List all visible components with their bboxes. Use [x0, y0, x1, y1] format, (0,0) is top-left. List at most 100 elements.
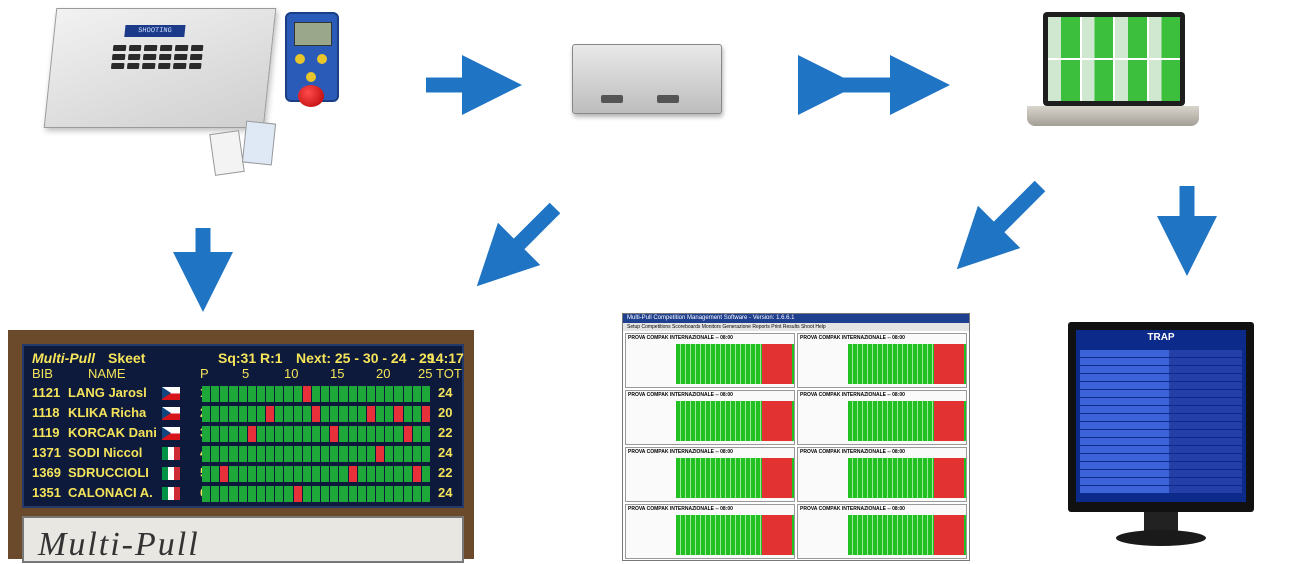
id-card	[241, 120, 277, 166]
row-total: 22	[438, 425, 453, 440]
col-name: NAME	[88, 366, 126, 381]
col-10: 10	[284, 366, 299, 381]
connector-port	[601, 95, 623, 103]
scoreboard-time: 14:17	[428, 350, 464, 366]
software-menu: Setup Competitions Scoreboards Monitors …	[623, 323, 969, 331]
row-total: 22	[438, 465, 453, 480]
panel-title: PROVA COMPAK INTERNAZIONALE -- 08:00	[628, 392, 733, 398]
panel-misses	[762, 458, 792, 498]
sign-text: Multi-Pull	[38, 526, 200, 563]
row-bib: 1369	[32, 465, 61, 480]
monitor-row	[1080, 486, 1242, 493]
monitor: TRAP	[1068, 322, 1254, 512]
controller-lcd: SHOOTING	[124, 25, 186, 37]
row-total: 24	[438, 445, 453, 460]
col-5: 5	[242, 366, 250, 381]
row-name: LANG Jarosl	[68, 385, 147, 400]
row-total: 24	[438, 385, 453, 400]
arrow-laptop-to-software	[956, 180, 1046, 270]
monitor-row	[1080, 462, 1242, 469]
row-total: 24	[438, 485, 453, 500]
connector-port	[657, 95, 679, 103]
monitor-row	[1080, 422, 1242, 429]
col-bib: BIB	[32, 366, 53, 381]
emergency-button	[298, 85, 324, 107]
row-target-cells	[202, 446, 430, 462]
monitor-row	[1080, 478, 1242, 485]
panel-misses	[934, 458, 964, 498]
scoreboard-panel: Multi-Pull Skeet Sq:31 R:1 Next: 25 - 30…	[22, 344, 464, 508]
monitor-row	[1080, 406, 1242, 413]
monitor-stand	[1144, 512, 1178, 534]
monitor-screen: TRAP	[1076, 330, 1246, 502]
scoreboard-row: 1369SDRUCCIOLI522	[24, 464, 462, 484]
software-panel: PROVA COMPAK INTERNAZIONALE -- 08:00	[625, 504, 795, 559]
col-20: 20	[376, 366, 391, 381]
monitor-row	[1080, 414, 1242, 421]
software-panel: PROVA COMPAK INTERNAZIONALE -- 08:00	[625, 390, 795, 445]
italian-flag-icon	[162, 487, 180, 500]
panel-title: PROVA COMPAK INTERNAZIONALE -- 08:00	[628, 506, 733, 512]
monitor-foot	[1116, 530, 1206, 546]
row-total: 20	[438, 405, 453, 420]
scoreboard-sign: Multi-Pull	[22, 516, 464, 563]
scoreboard-brand: Multi-Pull	[32, 350, 95, 366]
monitor-row	[1080, 454, 1242, 461]
monitor-row	[1080, 430, 1242, 437]
row-name: SDRUCCIOLI	[68, 465, 149, 480]
row-target-cells	[202, 386, 430, 402]
monitor-row	[1080, 374, 1242, 381]
controller-box: SHOOTING	[43, 8, 277, 128]
controller-keypad	[110, 45, 204, 69]
software-panel: PROVA COMPAK INTERNAZIONALE -- 08:00	[797, 390, 967, 445]
row-bib: 1119	[32, 425, 60, 440]
row-target-cells	[202, 426, 430, 442]
row-name: KORCAK Dani	[68, 425, 157, 440]
remote-knob	[295, 54, 305, 64]
row-name: CALONACI A.	[68, 485, 153, 500]
row-bib: 1351	[32, 485, 61, 500]
panel-title: PROVA COMPAK INTERNAZIONALE -- 08:00	[800, 392, 905, 398]
software-panel: PROVA COMPAK INTERNAZIONALE -- 08:00	[625, 333, 795, 388]
scoreboard-squad: Sq:31 R:1	[218, 350, 283, 366]
led-scoreboard: Multi-Pull Skeet Sq:31 R:1 Next: 25 - 30…	[8, 330, 474, 563]
row-name: KLIKA Richa	[68, 405, 147, 420]
panel-title: PROVA COMPAK INTERNAZIONALE -- 08:00	[628, 335, 733, 341]
monitor-row	[1080, 470, 1242, 477]
monitor-row	[1080, 390, 1242, 397]
id-card	[209, 130, 245, 176]
monitor-row	[1080, 358, 1242, 365]
panel-title: PROVA COMPAK INTERNAZIONALE -- 08:00	[800, 506, 905, 512]
software-panel: PROVA COMPAK INTERNAZIONALE -- 08:00	[797, 504, 967, 559]
panel-misses	[762, 401, 792, 441]
remote-screen	[294, 22, 332, 46]
col-total: TOT	[436, 366, 462, 381]
monitor-row	[1080, 366, 1242, 373]
row-bib: 1118	[32, 405, 60, 420]
remote-control	[285, 12, 339, 102]
monitor-row	[1080, 350, 1242, 357]
row-name: SODI Niccol	[68, 445, 143, 460]
panel-title: PROVA COMPAK INTERNAZIONALE -- 08:00	[628, 449, 733, 455]
software-panel: PROVA COMPAK INTERNAZIONALE -- 08:00	[797, 333, 967, 388]
panel-title: PROVA COMPAK INTERNAZIONALE -- 08:00	[800, 449, 905, 455]
col-pos: P	[200, 366, 209, 381]
row-bib: 1121	[32, 385, 61, 400]
monitor-title: TRAP	[1147, 332, 1175, 343]
software-panel: PROVA COMPAK INTERNAZIONALE -- 08:00	[797, 447, 967, 502]
interface-box	[572, 44, 722, 114]
czech-flag-icon	[162, 407, 180, 420]
panel-misses	[934, 515, 964, 555]
arrow-interface-to-scoreboard	[476, 202, 561, 287]
monitor-row	[1080, 438, 1242, 445]
software-panel: PROVA COMPAK INTERNAZIONALE -- 08:00	[625, 447, 795, 502]
monitor-row	[1080, 446, 1242, 453]
remote-knob	[317, 54, 327, 64]
panel-title: PROVA COMPAK INTERNAZIONALE -- 08:00	[800, 335, 905, 341]
czech-flag-icon	[162, 387, 180, 400]
row-target-cells	[202, 486, 430, 502]
row-target-cells	[202, 406, 430, 422]
laptop-base	[1027, 106, 1199, 126]
scoreboard-next: Next: 25 - 30 - 24 - 29	[296, 350, 435, 366]
